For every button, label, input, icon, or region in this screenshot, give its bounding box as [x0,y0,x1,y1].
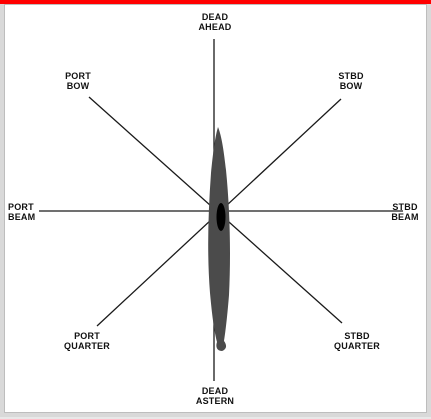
label-dead-astern: DEAD ASTERN [191,386,239,406]
bearing-diagram-svg [5,5,428,414]
label-port-bow: PORT BOW [58,71,98,91]
label-port-quarter: PORT QUARTER [58,331,116,351]
ship-hull-shape [208,127,230,351]
label-stbd-bow: STBD BOW [331,71,371,91]
label-stbd-quarter: STBD QUARTER [328,331,386,351]
label-port-beam: PORT BEAM [8,202,46,222]
ship-conning-tower-shape [217,203,226,231]
label-stbd-beam: STBD BEAM [385,202,425,222]
label-dead-ahead: DEAD AHEAD [197,12,233,32]
diagram-panel: DEAD AHEAD PORT BOW STBD BOW PORT BEAM S… [4,4,427,413]
